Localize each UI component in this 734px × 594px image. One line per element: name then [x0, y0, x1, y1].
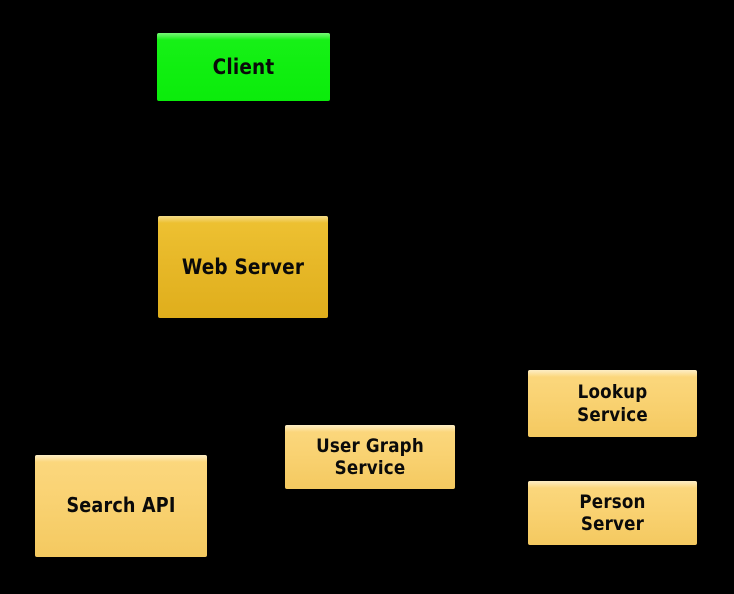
node-label-line: Web Server — [181, 254, 305, 279]
node-web-server[interactable]: Web Server — [158, 216, 328, 318]
node-label-line: User Graph — [316, 434, 424, 457]
node-label-line: Lookup — [577, 381, 648, 404]
node-label-search-api: Search API — [45, 494, 196, 518]
node-search-api[interactable]: Search API — [35, 455, 207, 557]
node-label-client: Client — [167, 55, 319, 80]
node-label-line: Client — [212, 54, 275, 79]
node-label-web-server: Web Server — [168, 255, 318, 280]
node-client[interactable]: Client — [157, 33, 330, 101]
node-label-line: Search API — [66, 493, 176, 518]
node-label-line: Server — [580, 513, 645, 535]
node-label-line: Service — [577, 403, 648, 426]
node-label-line: Person — [579, 490, 646, 513]
node-label-line: Service — [334, 457, 406, 479]
